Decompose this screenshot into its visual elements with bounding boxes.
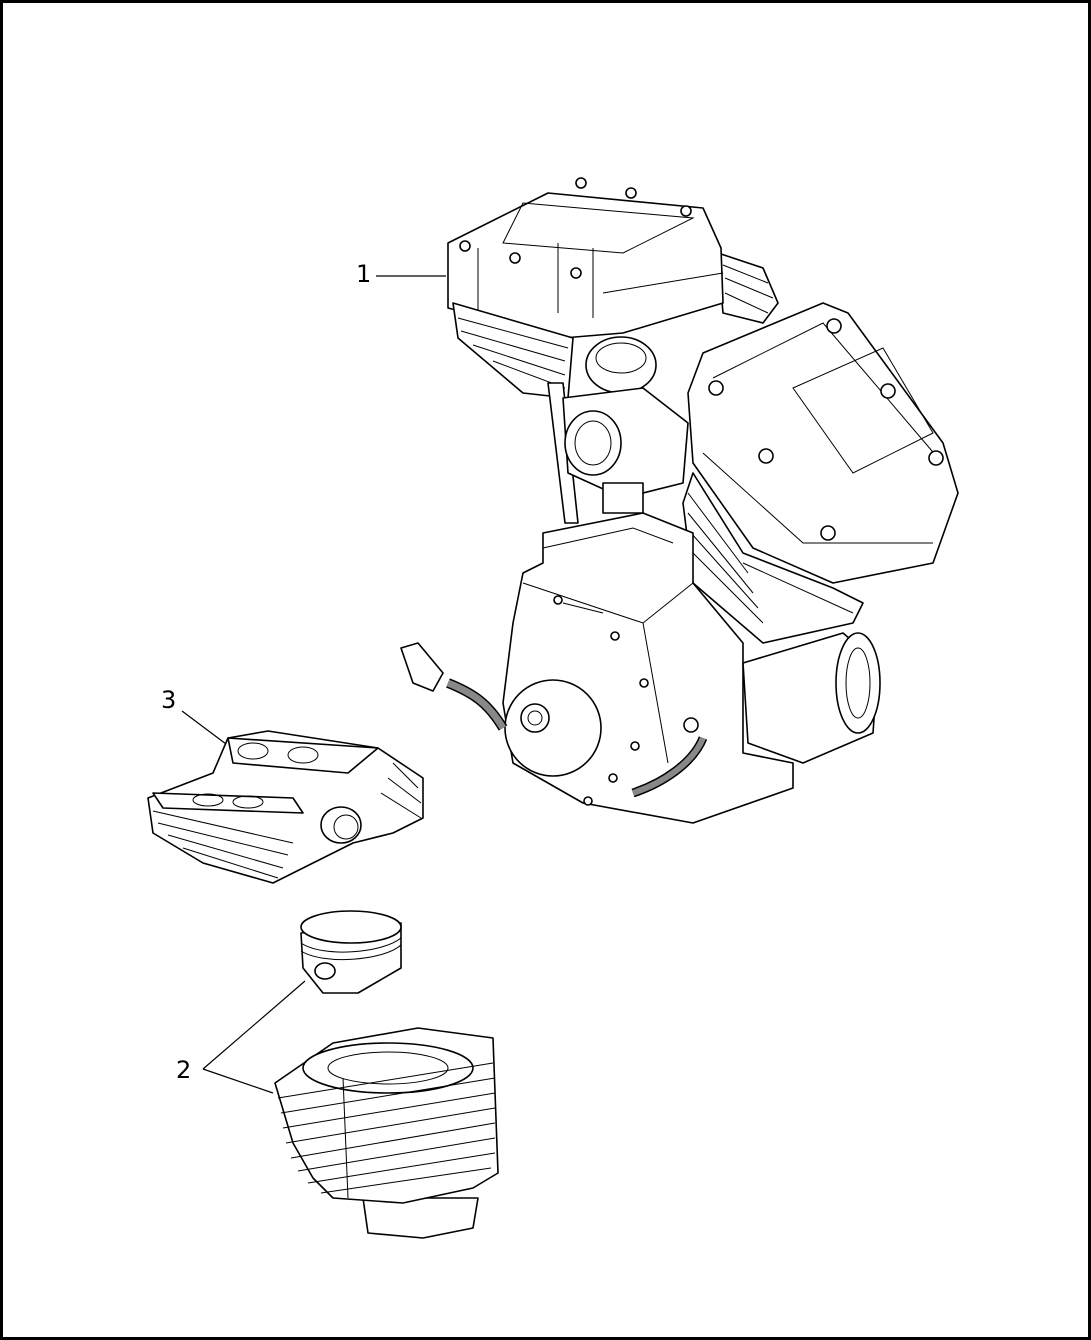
piston xyxy=(300,910,402,994)
callout-2: 2 xyxy=(176,1056,192,1084)
front-rocker-cover xyxy=(687,302,959,584)
callout-1: 1 xyxy=(356,260,372,288)
leader-line-3 xyxy=(181,710,227,745)
rear-cylinder-fins xyxy=(717,252,779,324)
callout-3: 3 xyxy=(161,686,177,714)
stator-cover xyxy=(504,679,602,777)
exploded-parts-drawing xyxy=(147,177,959,1239)
cylinder-head xyxy=(147,730,424,884)
carburetor xyxy=(562,336,689,514)
wiring-harness xyxy=(446,679,507,730)
cylinder xyxy=(274,1027,499,1239)
harness-connector xyxy=(400,642,444,692)
rear-cylinder-fins-lower xyxy=(452,302,574,399)
engine-assembly xyxy=(400,177,959,824)
leader-line-2-cylinder xyxy=(202,1068,274,1094)
leader-line-2-piston xyxy=(202,980,306,1070)
starter-motor xyxy=(742,632,881,764)
